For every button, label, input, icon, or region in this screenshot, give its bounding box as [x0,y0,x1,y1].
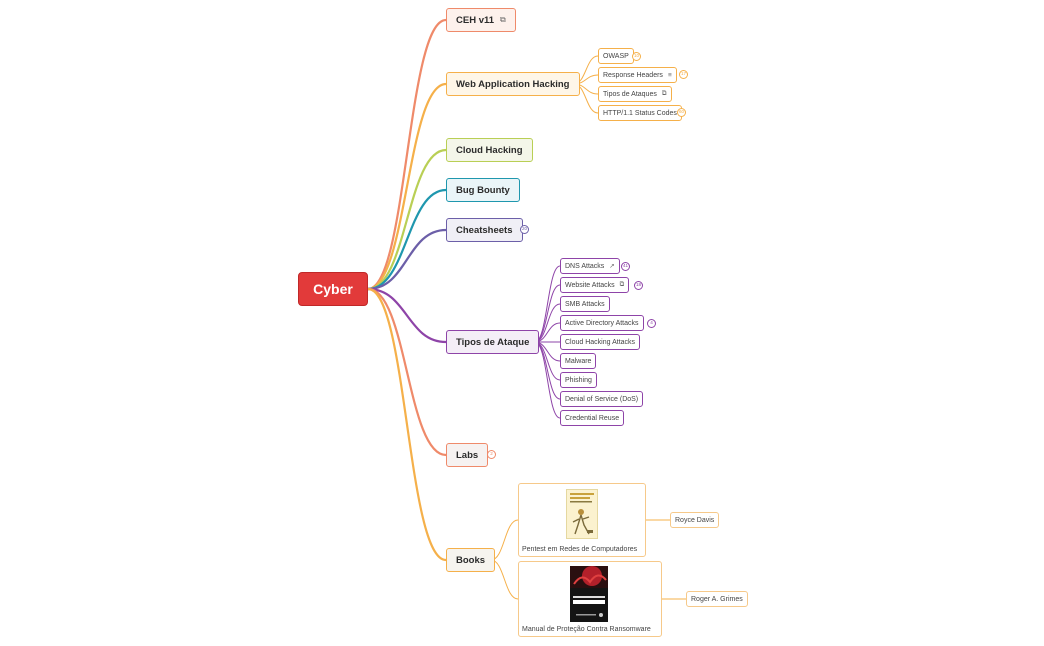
collapsed-count-badge[interactable]: 10 [632,52,641,61]
collapsed-count-badge[interactable]: 4 [647,319,656,328]
branch-cheatsheets[interactable]: Cheatsheets [446,218,523,242]
edge-tipos-child-8 [534,341,561,419]
topic-label: Phishing [565,376,592,384]
branch-labs-label: Labs [456,449,479,461]
branch-cheat-label: Cheatsheets [456,224,513,236]
book-card-ransomware[interactable]: Manual de Proteção Contra Ransomware [518,561,662,637]
link-icon[interactable]: ⧉ [619,281,625,288]
book-author-royce-davis[interactable]: Royce Davis [670,512,720,528]
topic-credential-reuse[interactable]: Credential Reuse [560,410,625,426]
branch-tipos-label: Tipos de Ataque [456,336,530,348]
link-icon[interactable]: ⧉ [500,15,506,24]
branch-webapp-label: Web Application Hacking [456,78,570,90]
collapsed-count-badge[interactable]: 17 [679,70,688,79]
topic-smb-attacks[interactable]: SMB Attacks [560,296,610,312]
topic-denial-of-service[interactable]: Denial of Service (DoS) [560,391,644,407]
topic-label: Credential Reuse [565,414,620,422]
branch-cloud-hacking[interactable]: Cloud Hacking [446,138,533,162]
topic-owasp[interactable]: OWASP [598,48,634,64]
edge-root-cloud [366,148,448,291]
notes-icon[interactable]: ≡ [667,71,672,79]
branch-bug-bounty[interactable]: Bug Bounty [446,178,520,202]
topic-label: SMB Attacks [565,300,605,308]
branch-books-label: Books [456,554,486,566]
topic-malware[interactable]: Malware [560,353,597,369]
book-card-pentest[interactable]: Pentest em Redes de Computadores [518,483,646,557]
book-cover-image [570,566,608,622]
topic-label: Tipos de Ataques [603,90,657,98]
topic-label: Active Directory Attacks [565,319,639,327]
branch-ceh[interactable]: CEH v11 ⧉ [446,8,516,32]
topic-label: DNS Attacks [565,262,605,270]
edge-root-books [366,287,448,562]
topic-website-attacks[interactable]: Website Attacks ⧉ [560,277,630,293]
edge-root-webapp [366,82,448,291]
collapsed-count-badge[interactable]: 60 [677,108,686,117]
book-author-roger-grimes[interactable]: Roger A. Grimes [686,591,748,607]
edge-books-child-0 [490,519,519,561]
book-title: Pentest em Redes de Computadores [522,546,638,553]
collapsed-count-badge[interactable]: 20 [520,225,529,234]
edge-tipos-child-0 [534,265,561,343]
branch-tipos-de-ataque[interactable]: Tipos de Ataque [446,330,540,354]
collapsed-count-badge[interactable]: 18 [634,281,643,290]
edge-root-tipos [366,287,448,344]
branch-cloud-label: Cloud Hacking [456,144,523,156]
branch-books[interactable]: Books [446,548,496,572]
external-link-icon[interactable]: ↗ [609,263,615,270]
topic-response-headers[interactable]: Response Headers ≡ [598,67,677,83]
edge-root-ceh [366,18,448,291]
topic-active-directory-attacks[interactable]: Active Directory Attacks [560,315,644,331]
branch-ceh-label: CEH v11 [456,14,495,26]
book-title: Manual de Proteção Contra Ransomware [522,626,651,633]
collapsed-count-badge[interactable]: 41 [621,262,630,271]
topic-label: Cloud Hacking Attacks [565,338,636,346]
edge-root-bug [366,188,448,291]
edge-root-cheat [366,228,448,291]
topic-cloud-hacking-attacks[interactable]: Cloud Hacking Attacks [560,334,641,350]
topic-phishing[interactable]: Phishing [560,372,597,388]
topic-label: Response Headers [603,71,663,79]
topic-http-status-codes[interactable]: HTTP/1.1 Status Codes [598,105,682,121]
topic-label: HTTP/1.1 Status Codes [603,109,677,117]
branch-bug-label: Bug Bounty [456,184,510,196]
topic-label: Malware [565,357,592,365]
edge-books-child-1 [490,559,519,600]
edge-root-labs [366,287,448,457]
topic-tipos-de-ataques[interactable]: Tipos de Ataques ⧉ [598,86,672,102]
topic-label: OWASP [603,52,629,60]
branch-labs[interactable]: Labs [446,443,489,467]
topic-label: Website Attacks [565,281,615,289]
topic-label: Denial of Service (DoS) [565,395,639,403]
collapsed-count-badge[interactable]: 2 [487,450,496,459]
root-node-cyber[interactable]: Cyber [298,272,368,306]
link-icon[interactable]: ⧉ [661,90,667,97]
topic-dns-attacks[interactable]: DNS Attacks ↗ [560,258,620,274]
branch-web-application-hacking[interactable]: Web Application Hacking [446,72,580,96]
book-cover-image [566,489,598,539]
